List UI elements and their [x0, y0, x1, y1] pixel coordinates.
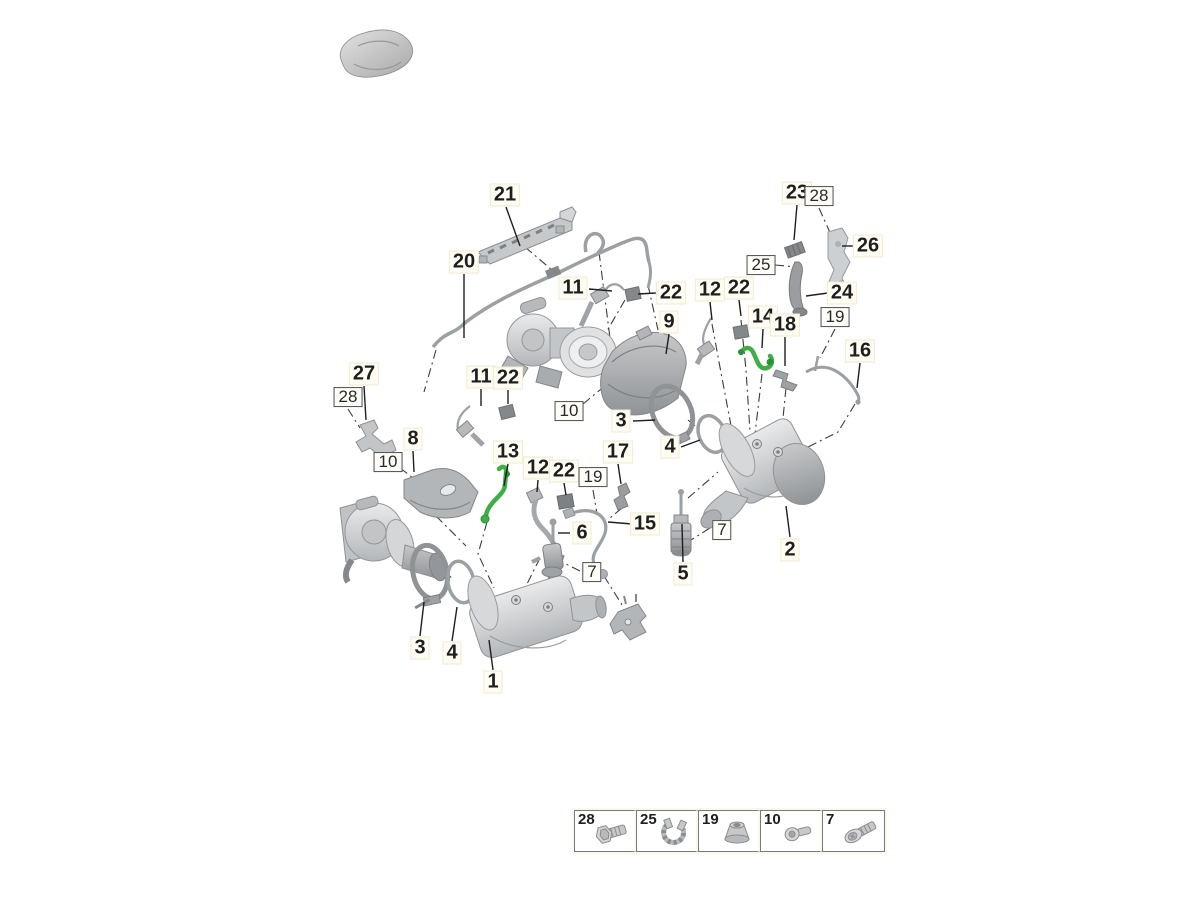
pan-head-screw-icon: [777, 816, 821, 850]
part-plug-22-top: [624, 286, 642, 302]
spring-clamp-icon: [653, 816, 697, 850]
part-pipe-13-highlighted: [480, 464, 510, 524]
legend-cell-25: 25: [636, 810, 699, 852]
washer-bolt-icon: [839, 816, 883, 850]
part-catalytic-converter-1: [467, 575, 607, 659]
part-bracket-27: [355, 419, 397, 459]
part-valve-6: [531, 518, 564, 578]
part-plug-22-lower: [556, 493, 575, 510]
legend-cell-10: 10: [760, 810, 823, 852]
part-bracket-26: [827, 227, 851, 297]
leader-lines: [363, 204, 861, 671]
vehicle-silhouette-graphic: [339, 29, 414, 78]
part-pipe-14-highlighted: [738, 345, 775, 371]
part-bracket-17: [613, 482, 631, 511]
legend-number: 19: [702, 811, 719, 828]
fastener-legend: 28 25 19 10 7: [574, 810, 885, 852]
part-heat-shield-9: [600, 325, 687, 416]
legend-cell-28: 28: [574, 810, 637, 852]
hex-flange-bolt-icon: [591, 816, 635, 850]
legend-cell-19: 19: [698, 810, 761, 852]
legend-number: 25: [640, 811, 657, 828]
part-bracket-18: [772, 369, 798, 392]
legend-number: 7: [826, 811, 835, 828]
part-turbocharger-upper: [499, 297, 617, 389]
part-valve-5: [670, 489, 692, 557]
legend-number: 28: [578, 811, 595, 828]
part-plug-22-left: [498, 403, 516, 421]
part-clip-23: [783, 240, 806, 259]
part-bracket-lower: [609, 594, 647, 641]
part-pipe-20: [431, 231, 653, 349]
flange-nut-icon: [715, 816, 759, 850]
part-turbocharger-lower: [339, 495, 448, 584]
legend-cell-7: 7: [822, 810, 885, 852]
part-mounting-rail-21: [477, 206, 577, 265]
legend-number: 10: [764, 811, 781, 828]
part-clamp-3-left: [409, 542, 451, 610]
part-pipe-15: [562, 506, 608, 579]
part-heat-shield-8: [403, 467, 479, 519]
part-plug-22-right: [732, 324, 750, 340]
part-support-24: [788, 261, 808, 317]
part-catalytic-converter-2: [700, 418, 826, 529]
part-oxygen-sensor-12-right: [694, 317, 750, 366]
part-oxygen-sensor-11-left: [455, 403, 516, 447]
part-pipe-16: [805, 355, 861, 405]
